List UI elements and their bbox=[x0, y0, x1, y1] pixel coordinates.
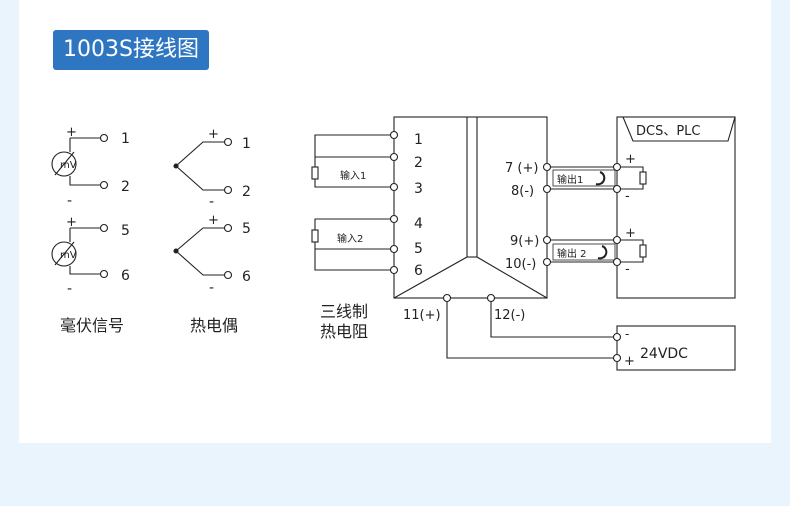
tc-minus-upper: - bbox=[209, 194, 214, 210]
thermocouple-caption: 热电偶 bbox=[190, 316, 238, 335]
dcs-minus-2: - bbox=[625, 262, 630, 277]
millivolt-source-upper bbox=[51, 133, 109, 190]
tc-plus-lower: + bbox=[208, 213, 219, 228]
rtd-input-2 bbox=[311, 218, 394, 271]
page-title: 1003S接线图 bbox=[53, 30, 209, 70]
rtd-caption-line2: 热电阻 bbox=[320, 322, 368, 341]
power-minus: - bbox=[625, 327, 629, 341]
mv-terminal-2: 2 bbox=[121, 179, 130, 195]
tc-minus-lower: - bbox=[209, 280, 214, 296]
output-2-label: 输出 2 bbox=[557, 247, 587, 260]
module-terminal-9: 9(+) bbox=[510, 234, 539, 249]
tc-terminal-5: 5 bbox=[242, 221, 251, 237]
transmitter-module bbox=[393, 116, 548, 299]
mv-plus-upper: + bbox=[66, 125, 77, 140]
mv-minus-upper: - bbox=[67, 193, 72, 209]
tc-terminal-1: 1 bbox=[242, 136, 251, 152]
output-1-loop bbox=[547, 166, 647, 190]
module-terminal-1: 1 bbox=[414, 132, 423, 148]
module-terminal-11: 11(+) bbox=[403, 308, 441, 323]
module-right-terminal-dots bbox=[542, 162, 622, 267]
mv-minus-lower: - bbox=[67, 281, 72, 297]
output-2-loop bbox=[547, 239, 647, 263]
dcs-plc-label: DCS、PLC bbox=[636, 124, 701, 139]
mv-terminal-5: 5 bbox=[121, 223, 130, 239]
power-supply-box bbox=[616, 325, 736, 371]
rtd-caption-line1: 三线制 bbox=[320, 302, 368, 321]
input-2-label: 输入2 bbox=[337, 232, 363, 245]
module-terminal-8: 8(-) bbox=[511, 184, 534, 199]
module-terminal-2: 2 bbox=[414, 155, 423, 171]
module-terminal-6: 6 bbox=[414, 263, 423, 279]
millivolt-caption: 毫伏信号 bbox=[60, 316, 124, 335]
mv-plus-lower: + bbox=[66, 215, 77, 230]
mv-meter-label-lower: mV bbox=[60, 250, 77, 261]
thermocouple-lower bbox=[173, 223, 233, 280]
power-plus: + bbox=[624, 354, 635, 369]
module-terminal-5: 5 bbox=[414, 241, 423, 257]
module-terminal-7: 7 (+) bbox=[505, 161, 538, 176]
rtd-input-1 bbox=[311, 134, 394, 188]
power-label: 24VDC bbox=[640, 346, 688, 362]
mv-meter-label-upper: mV bbox=[60, 160, 77, 171]
module-terminal-10: 10(-) bbox=[505, 257, 536, 272]
tc-terminal-6: 6 bbox=[242, 269, 251, 285]
millivolt-source-lower bbox=[51, 223, 109, 279]
dcs-plc-box bbox=[616, 116, 736, 299]
module-terminal-12: 12(-) bbox=[494, 308, 525, 323]
dcs-plus-2: + bbox=[625, 226, 636, 241]
dcs-minus-1: - bbox=[625, 189, 630, 204]
tc-terminal-2: 2 bbox=[242, 184, 251, 200]
output-1-label: 输出1 bbox=[557, 173, 583, 186]
power-wiring bbox=[442, 293, 622, 363]
module-left-terminal-dots bbox=[389, 130, 399, 275]
module-terminal-3: 3 bbox=[414, 181, 423, 197]
module-terminal-4: 4 bbox=[414, 216, 423, 232]
tc-plus-upper: + bbox=[208, 127, 219, 142]
dcs-plus-1: + bbox=[625, 152, 636, 167]
mv-terminal-1: 1 bbox=[121, 131, 130, 147]
thermocouple-upper bbox=[173, 137, 233, 195]
input-1-label: 输入1 bbox=[340, 169, 366, 182]
mv-terminal-6: 6 bbox=[121, 268, 130, 284]
